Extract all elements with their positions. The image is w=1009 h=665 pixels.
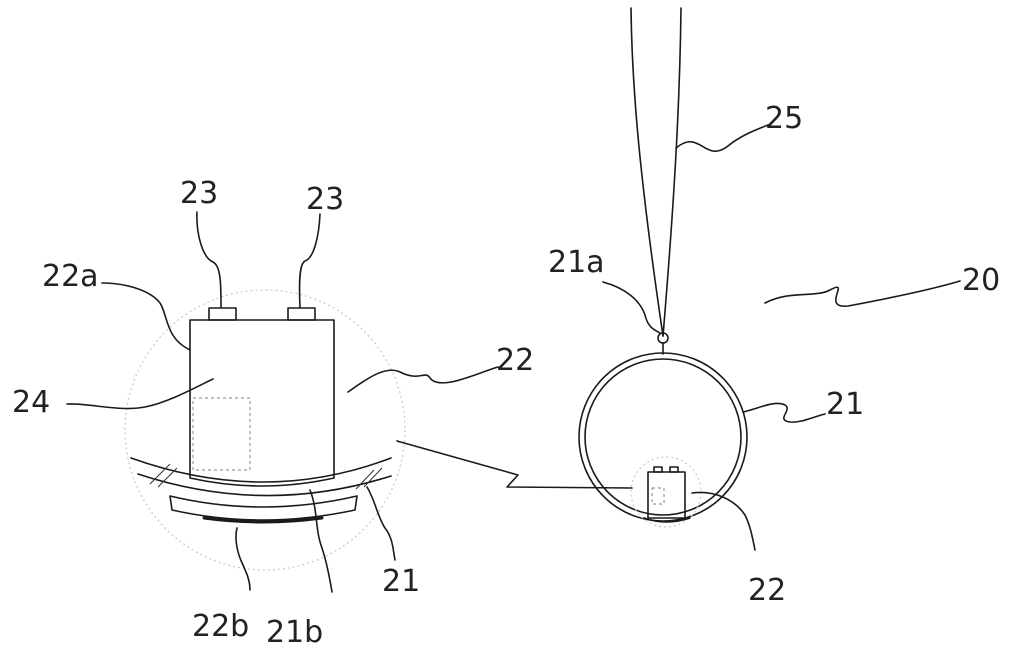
label-22b: 22b [192, 609, 249, 644]
module-body-22 [190, 308, 334, 486]
label-24: 24 [12, 385, 50, 420]
label-21b: 21b [266, 615, 323, 650]
label-25: 25 [765, 101, 803, 136]
label-20: 20 [962, 263, 1000, 298]
label-23-right: 23 [306, 182, 344, 217]
label-21a: 21a [548, 245, 605, 280]
label-22-detail: 22 [496, 343, 534, 378]
label-22a: 22a [42, 259, 99, 294]
detail-circle [125, 290, 405, 570]
label-21: 21 [826, 387, 864, 422]
ring-section-21 [131, 458, 391, 496]
magnification-arrow [397, 441, 632, 488]
label-23-left: 23 [180, 176, 218, 211]
suspension-cable [631, 8, 681, 336]
module-base-22b [170, 496, 357, 522]
label-21-detail: 21 [382, 564, 420, 599]
label-22: 22 [748, 573, 786, 608]
